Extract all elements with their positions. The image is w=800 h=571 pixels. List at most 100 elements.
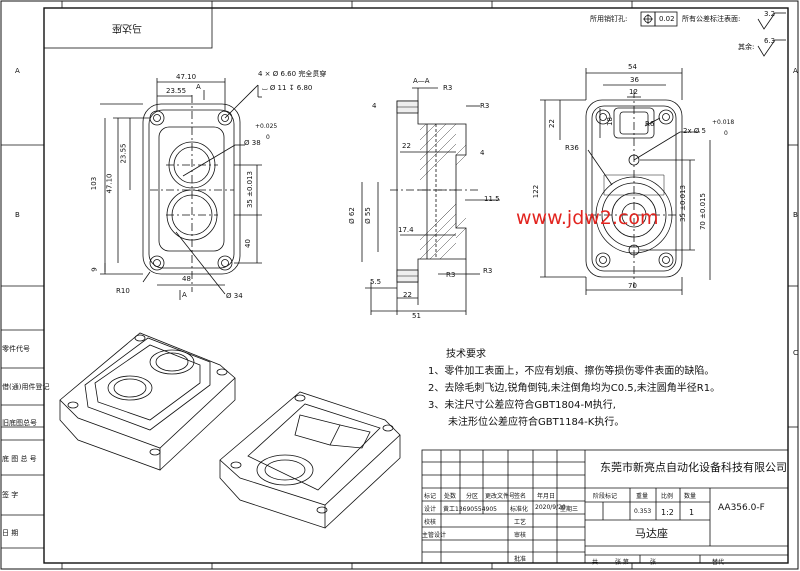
roughness-3-2: 3.2 (764, 10, 776, 18)
tolerance-surface-label: 所有公差标注表面: (682, 15, 741, 23)
dim-35-back: 35 ±0.013 (679, 184, 688, 223)
tb-check: 校核 (424, 519, 437, 526)
tb-designer: 黄工13690554905 (443, 506, 497, 513)
stamp-text: 马达座 (112, 22, 142, 33)
dim-r3-c: R3 (446, 271, 456, 279)
dim-d38: Ø 38 (244, 139, 261, 147)
dim-47-10-h: 47.10 (176, 73, 197, 81)
section-view (361, 87, 500, 315)
watermark: www.jdw2.com (516, 207, 659, 229)
dim-54: 54 (628, 63, 637, 71)
tb-approve: 批准 (514, 556, 527, 563)
dim-4-b: 4 (480, 149, 485, 157)
tb-weekday: 星期三 (560, 506, 579, 513)
left-strip-drawing-no: 底 图 总 号 (2, 455, 37, 463)
dim-r3-b: R3 (480, 102, 490, 110)
tb-weight-label: 重量 (636, 493, 649, 500)
dim-70-tol: 70 ±0.015 (699, 192, 708, 231)
tb-chief: 主管设计 (422, 532, 447, 539)
section-marker-top: A (196, 83, 201, 91)
dim-5-5: 5.5 (370, 278, 382, 286)
tb-standardize: 标准化 (510, 506, 529, 513)
note-1: 1、零件加工表面上，不应有划痕、擦伤等损伤零件表面的缺陷。 (428, 366, 715, 377)
tb-design: 设计 (424, 506, 437, 513)
iso-view-1 (59, 332, 236, 471)
left-strip-date: 日 期 (2, 529, 19, 537)
dim-r6: R6 (645, 120, 655, 128)
dim-d55: Ø 55 (363, 207, 372, 224)
counterbore-note: ⌴ Ø 11 ↧ 6.80 (262, 84, 313, 92)
grid-row-a: A (15, 67, 20, 75)
tb-marking: 标记 (424, 493, 437, 500)
position-tolerance: 0.02 (659, 15, 675, 23)
tb-scale-label: 比例 (661, 493, 674, 500)
tb-zone: 分区 (466, 493, 479, 500)
notes-heading: 技术要求 (446, 349, 486, 360)
dim-23-55-v: 23.55 (119, 143, 128, 164)
tb-count: 处数 (444, 493, 457, 500)
tb-change-doc: 更改文件号 (485, 493, 516, 500)
tb-scale: 1:2 (661, 508, 674, 517)
dim-r3-a: R3 (443, 84, 453, 92)
dim-35-front: 35 ±0.013 (246, 170, 255, 209)
left-strip-part-code: 零件代号 (2, 345, 30, 353)
left-strip (1, 329, 44, 549)
dim-36: 36 (630, 76, 639, 84)
tol-pin-lower: 0 (724, 130, 728, 137)
dim-22-top: 22 (402, 142, 411, 150)
tb-quantity: 1 (689, 508, 695, 517)
tb-replace: 替代 (712, 559, 725, 566)
surface-finish-block (640, 11, 786, 57)
hole-note: 4 × Ø 6.60 完全贯穿 (258, 70, 327, 78)
iso-view-2 (219, 391, 401, 529)
stamp-box (43, 7, 213, 49)
grid-row-b: B (15, 211, 20, 219)
dim-22-back: 22 (547, 119, 556, 128)
tb-review: 审核 (514, 532, 527, 539)
dim-r36: R36 (565, 144, 579, 152)
roughness-6-3: 6.3 (764, 37, 776, 45)
tol-d38-lower: 0 (266, 134, 270, 141)
dim-51: 51 (412, 312, 421, 320)
inner-border (43, 7, 789, 564)
technical-notes: 技术要求 1、零件加工表面上，不应有划痕、擦伤等损伤零件表面的缺陷。 2、去除毛… (428, 346, 720, 431)
tb-sheets-b: 张 第 (615, 559, 629, 566)
tb-weight: 0.353 (634, 508, 652, 515)
tb-process: 工艺 (514, 519, 527, 526)
dim-70: 70 (628, 282, 637, 290)
pin-hole-label: 所用销钉孔: (590, 15, 628, 23)
grid-row-a-right: A (793, 67, 798, 75)
left-strip-borrow: 借(通)用件登记 (2, 383, 50, 391)
other-surfaces-label: 其余: (738, 43, 755, 51)
company-name: 东莞市新亮点自动化设备科技有限公司 (600, 461, 787, 474)
note-2: 2、去除毛刺飞边,锐角倒钝,未注倒角均为C0.5,未注圆角半径R1。 (428, 383, 721, 394)
section-marker-bottom: A (182, 291, 187, 299)
dim-23-55-h: 23.55 (166, 87, 187, 95)
dim-22-bottom: 22 (403, 291, 412, 299)
tol-pin-upper: +0.018 (712, 119, 735, 126)
dim-11-5: 11.5 (484, 195, 500, 203)
dim-r10: R10 (116, 287, 130, 295)
tb-design-date: 2020/9/20 (535, 504, 566, 511)
grid-row-b-right: B (793, 211, 798, 219)
tb-sheets-c: 张 (650, 559, 657, 566)
dim-12: 12 (629, 88, 638, 96)
dim-4-a: 4 (372, 102, 377, 110)
grid-row-c-right: C (793, 349, 798, 357)
note-4: 未注形位公差应符合GBT1184-K执行。 (448, 417, 625, 428)
dim-17-4: 17.4 (398, 226, 414, 234)
dim-9: 9 (90, 267, 99, 272)
dim-d62: Ø 62 (347, 207, 356, 224)
tb-qty-label: 数量 (684, 493, 697, 500)
dim-48: 48 (182, 275, 191, 283)
note-3: 3、未注尺寸公差应符合GBT1804-M执行, (428, 400, 616, 411)
dim-103: 103 (90, 176, 99, 191)
tol-d38-upper: +0.025 (255, 123, 278, 130)
dim-d34: Ø 34 (226, 292, 243, 300)
dim-pin-holes: 2x Ø 5 (683, 127, 707, 135)
tb-stage: 阶段标记 (593, 493, 618, 500)
dim-r3-d: R3 (483, 267, 493, 275)
